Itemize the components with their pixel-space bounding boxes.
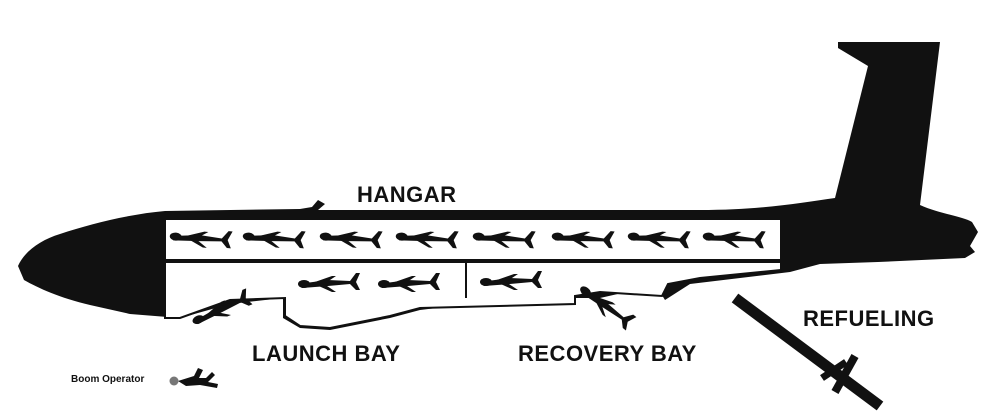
boom-operator-figure [169,368,218,388]
refueling-boom [731,293,884,411]
bay-cutaway [164,261,782,330]
recovery-bay-label: RECOVERY BAY [518,341,697,366]
hangar-label: HANGAR [357,182,457,207]
boom-operator-label: Boom Operator [71,374,145,385]
launch-bay-label: LAUNCH BAY [252,341,401,366]
refueling-label: REFUELING [803,306,935,331]
